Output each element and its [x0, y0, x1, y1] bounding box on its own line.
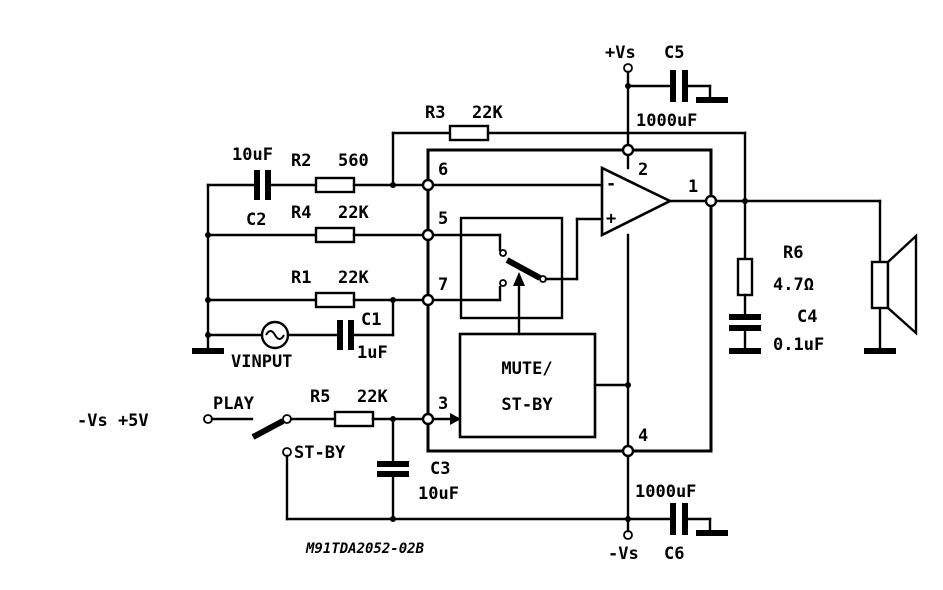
pin3-label: 3 — [438, 394, 448, 414]
standby-block-label: ST-BY — [501, 395, 553, 415]
opamp-minus-sign: - — [606, 174, 616, 194]
sine-wave-icon — [265, 330, 285, 340]
speaker-coil — [870, 260, 890, 310]
pin5-node — [421, 228, 435, 242]
c3-ref: C3 — [430, 459, 450, 479]
control-switch-blade[interactable] — [251, 418, 285, 440]
r5-ref: R5 — [310, 387, 330, 407]
r1-ref: R1 — [291, 268, 311, 288]
r6-value: 4.7Ω — [773, 275, 814, 295]
pin2-node — [621, 143, 635, 157]
c3-value: 10uF — [418, 484, 459, 504]
c5-ref: C5 — [664, 43, 684, 63]
r2-body — [314, 176, 356, 194]
pin1-label: 1 — [688, 177, 698, 197]
c3-rail-junction — [390, 516, 396, 522]
r3-body — [448, 124, 490, 142]
r3-ref: R3 — [425, 103, 445, 123]
r4-body — [314, 226, 356, 244]
standby-label: ST-BY — [294, 443, 346, 463]
c1-ref: C1 — [361, 310, 381, 330]
c6-ref: C6 — [664, 544, 684, 564]
pin3-node — [421, 412, 435, 426]
mute-standby-block — [458, 332, 597, 439]
r5-value: 22K — [357, 387, 388, 407]
pos-supply-label: +Vs — [605, 43, 636, 63]
pin7-node — [421, 293, 435, 307]
r2-ref: R2 — [291, 151, 311, 171]
c4-value: 0.1uF — [773, 335, 824, 355]
r6-body — [736, 257, 754, 297]
opamp-plus-sign: + — [606, 209, 616, 229]
r3-value: 22K — [472, 103, 503, 123]
pin2-label: 2 — [638, 160, 648, 180]
r2-value: 560 — [338, 151, 369, 171]
mute-control-arrow-icon — [513, 272, 525, 286]
r1-body — [314, 291, 356, 309]
r3-junction-dot — [390, 182, 396, 188]
r4-ref: R4 — [291, 203, 311, 223]
opamp-triangle — [600, 165, 673, 238]
pin4-label: 4 — [638, 426, 648, 446]
neg-supply-label: -Vs — [608, 544, 639, 564]
control-voltage-label: -Vs +5V — [77, 411, 149, 431]
c2-ref: C2 — [246, 210, 266, 230]
c6-value: 1000uF — [635, 482, 696, 502]
r6-ref: R6 — [783, 243, 803, 263]
input-label: VINPUT — [231, 352, 292, 372]
pin1-node — [704, 194, 718, 208]
mute-label: MUTE/ — [501, 359, 552, 379]
drawing-code: M91TDA2052-02B — [305, 541, 425, 557]
switch-contact-lower — [499, 279, 507, 287]
pin4-node — [621, 444, 635, 458]
pin3-arrow-icon — [450, 413, 461, 425]
internal-switch-box — [459, 216, 564, 320]
pin7-label: 7 — [438, 275, 448, 295]
r1-value: 22K — [338, 268, 369, 288]
switch-contact-upper — [499, 249, 507, 257]
play-label: PLAY — [213, 394, 255, 414]
r5-body — [333, 410, 375, 428]
c5-value: 1000uF — [636, 111, 697, 131]
pin5-label: 5 — [438, 209, 448, 229]
pin6-node — [421, 178, 435, 192]
c2-value: 10uF — [232, 145, 273, 165]
pin6-label: 6 — [438, 160, 448, 180]
c4-ref: C4 — [797, 307, 817, 327]
r4-value: 22K — [338, 203, 369, 223]
speaker-icon — [886, 233, 918, 336]
switch-blade — [505, 257, 542, 281]
c1-value: 1uF — [357, 343, 388, 363]
